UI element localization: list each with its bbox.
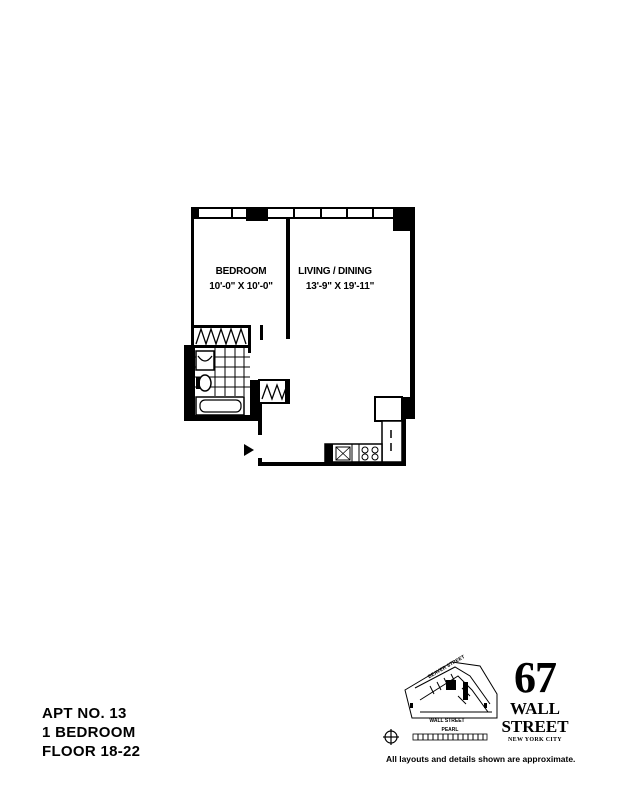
living-name: LIVING / DINING — [298, 266, 372, 277]
entry-arrow-icon — [244, 444, 254, 456]
living-dims: 13'-9" X 19'-11" — [306, 281, 375, 292]
bedroom-name: BEDROOM — [216, 266, 267, 277]
brand-logo: 67 WALL STREET NEW YORK CITY — [498, 656, 572, 744]
brand-line2: STREET — [501, 717, 569, 736]
hall-closet — [258, 379, 290, 404]
kitchen — [324, 396, 403, 463]
disclaimer: All layouts and details shown are approx… — [386, 754, 576, 764]
compass-icon — [383, 729, 399, 745]
bedroom-closet — [195, 326, 247, 347]
key-map: BEAVER STREET WALL STREET PEARL — [404, 654, 498, 741]
exterior-walls — [184, 207, 415, 466]
apartment-type: 1 BEDROOM — [42, 724, 136, 741]
map-street-small: PEARL — [442, 727, 459, 733]
apartment-info: APT NO. 13 1 BEDROOM FLOOR 18-22 — [42, 704, 140, 761]
bathroom — [195, 348, 250, 416]
bedroom-dims: 10'-0" X 10'-0" — [209, 281, 273, 292]
apartment-number: APT NO. 13 — [42, 705, 127, 722]
apartment-floors: FLOOR 18-22 — [42, 743, 141, 760]
brand-city: NEW YORK CITY — [508, 737, 562, 743]
brand-line1: WALL — [509, 699, 561, 718]
interior-walls — [194, 219, 290, 353]
brand-number: 67 — [514, 653, 557, 702]
map-street-bottom: WALL STREET — [429, 718, 464, 724]
